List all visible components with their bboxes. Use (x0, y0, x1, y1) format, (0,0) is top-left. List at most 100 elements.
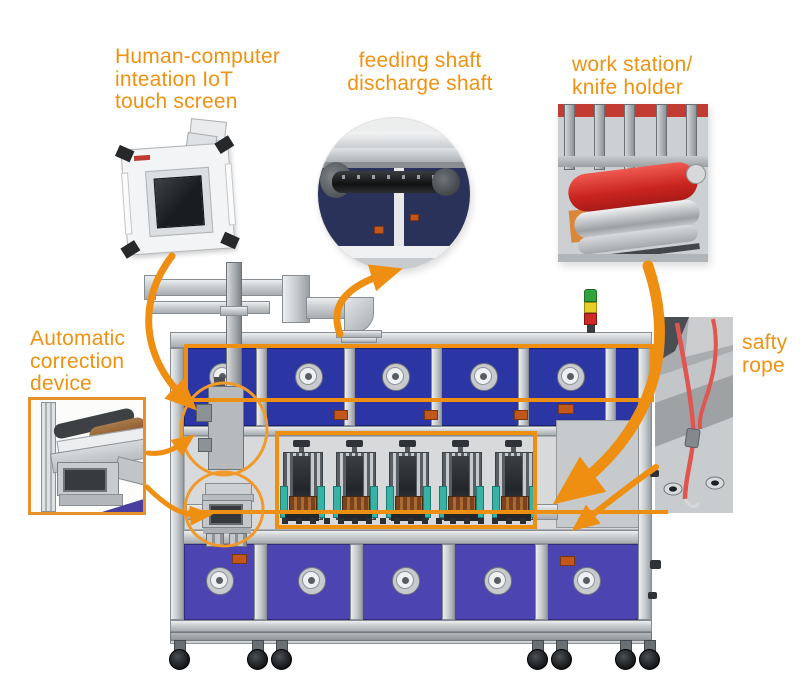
hmi-arm-bar (150, 279, 292, 296)
station-die-block (289, 496, 317, 516)
frame-right-post (638, 348, 652, 620)
frame-base-rail (170, 632, 652, 641)
frame-rail (318, 132, 470, 148)
station-cap (399, 440, 416, 447)
vent-fitting (484, 567, 512, 595)
touch-screen-panel (114, 135, 240, 259)
bracket-clamp (198, 438, 212, 452)
station-cap (452, 440, 469, 447)
hmi-arm-end-cap (144, 275, 156, 300)
bracket-clamp (196, 404, 212, 422)
panel-detail (334, 410, 348, 420)
signal-tower-yellow (584, 302, 597, 313)
caster-wheel (614, 640, 636, 670)
caster-wheel (550, 640, 572, 670)
frame-rail (318, 148, 470, 162)
station-die-block (501, 496, 529, 516)
frame-mullion (605, 348, 616, 426)
frame-bottom-rail (170, 620, 652, 632)
label-safety-rope: safty rope (742, 331, 788, 377)
frame-rail (318, 246, 470, 258)
corner-clamp (220, 231, 240, 250)
side-door-panel (556, 420, 640, 528)
shaft-flange-right (432, 168, 460, 196)
post-collar (220, 306, 248, 316)
inset-feeding-shaft-photo (318, 118, 470, 270)
vent-fitting (382, 363, 410, 391)
work-station (492, 440, 537, 522)
work-station (333, 440, 378, 522)
frame-mullion (394, 168, 404, 246)
panel-detail (410, 214, 419, 221)
signal-tower-green (584, 289, 597, 302)
inset-safety-rope-photo (655, 317, 733, 513)
cross-beam (558, 156, 708, 167)
caster-wheel (270, 640, 292, 670)
safety-rope (674, 322, 696, 500)
panel-detail (560, 556, 575, 566)
vent-fitting (295, 363, 323, 391)
vent-fitting (298, 567, 326, 595)
corner-clamp (114, 144, 135, 163)
station-die-block (395, 496, 423, 516)
vent-fitting (573, 567, 601, 595)
door-knob (650, 560, 661, 569)
panel-detail (514, 410, 528, 420)
work-station (439, 440, 484, 522)
correction-device-foot (229, 533, 247, 547)
base-leg (59, 494, 123, 506)
frame-mullion (442, 544, 455, 620)
side-rail (224, 163, 236, 226)
bracket-knob (214, 377, 225, 386)
bolt-hole-center (711, 480, 719, 486)
bolt-hole-center (669, 486, 677, 492)
station-die-block (342, 496, 370, 516)
roller-end-cap (686, 164, 706, 184)
hmi-arm-elbow-corner (344, 297, 374, 333)
station-cap (346, 440, 363, 447)
label-work-station: work station/ knife holder (572, 53, 693, 99)
label-correction-device: Automatic correction device (30, 327, 126, 396)
machine-part (685, 317, 733, 357)
rope-hook (683, 498, 701, 508)
screen-display (153, 175, 205, 229)
vent-fitting (470, 363, 498, 391)
work-station (280, 440, 325, 522)
station-cap (293, 440, 310, 447)
label-feeding-discharge-shaft: feeding shaft discharge shaft (347, 49, 493, 95)
work-station (386, 440, 431, 522)
hmi-arm-flange (341, 337, 377, 343)
correction-device-foot (206, 533, 224, 547)
door-knob (648, 592, 657, 599)
controller-screen (63, 468, 107, 492)
signal-tower-red (584, 313, 597, 325)
label-touch-screen: Human-computer inteation IoT touch scree… (115, 45, 281, 114)
frame-top-rail (170, 332, 652, 348)
safety-rope (697, 318, 718, 430)
panel-detail (374, 226, 384, 234)
shaft-teeth (342, 175, 446, 179)
brand-logo (133, 154, 151, 161)
conveyor-strip (282, 518, 534, 524)
corner-clamp (120, 240, 141, 259)
correction-device-screen (209, 504, 243, 525)
side-rail (121, 172, 133, 235)
hmi-arm-bar (150, 301, 270, 314)
caster-wheel (526, 640, 548, 670)
edge-block (536, 504, 558, 520)
vent-fitting (392, 567, 420, 595)
inset-work-station-photo (558, 104, 708, 262)
frame-mullion (350, 544, 363, 620)
station-cap (505, 440, 522, 447)
frame-left-post (170, 348, 184, 620)
vent-fitting (557, 363, 585, 391)
web-guide-bracket (208, 386, 244, 470)
signal-tower-base (587, 325, 595, 333)
panel-detail (232, 554, 247, 564)
panel-detail (424, 410, 438, 420)
support-post (594, 104, 605, 170)
frame-mullion (254, 544, 267, 620)
caster-wheel (638, 640, 660, 670)
frame-rail (318, 162, 470, 168)
